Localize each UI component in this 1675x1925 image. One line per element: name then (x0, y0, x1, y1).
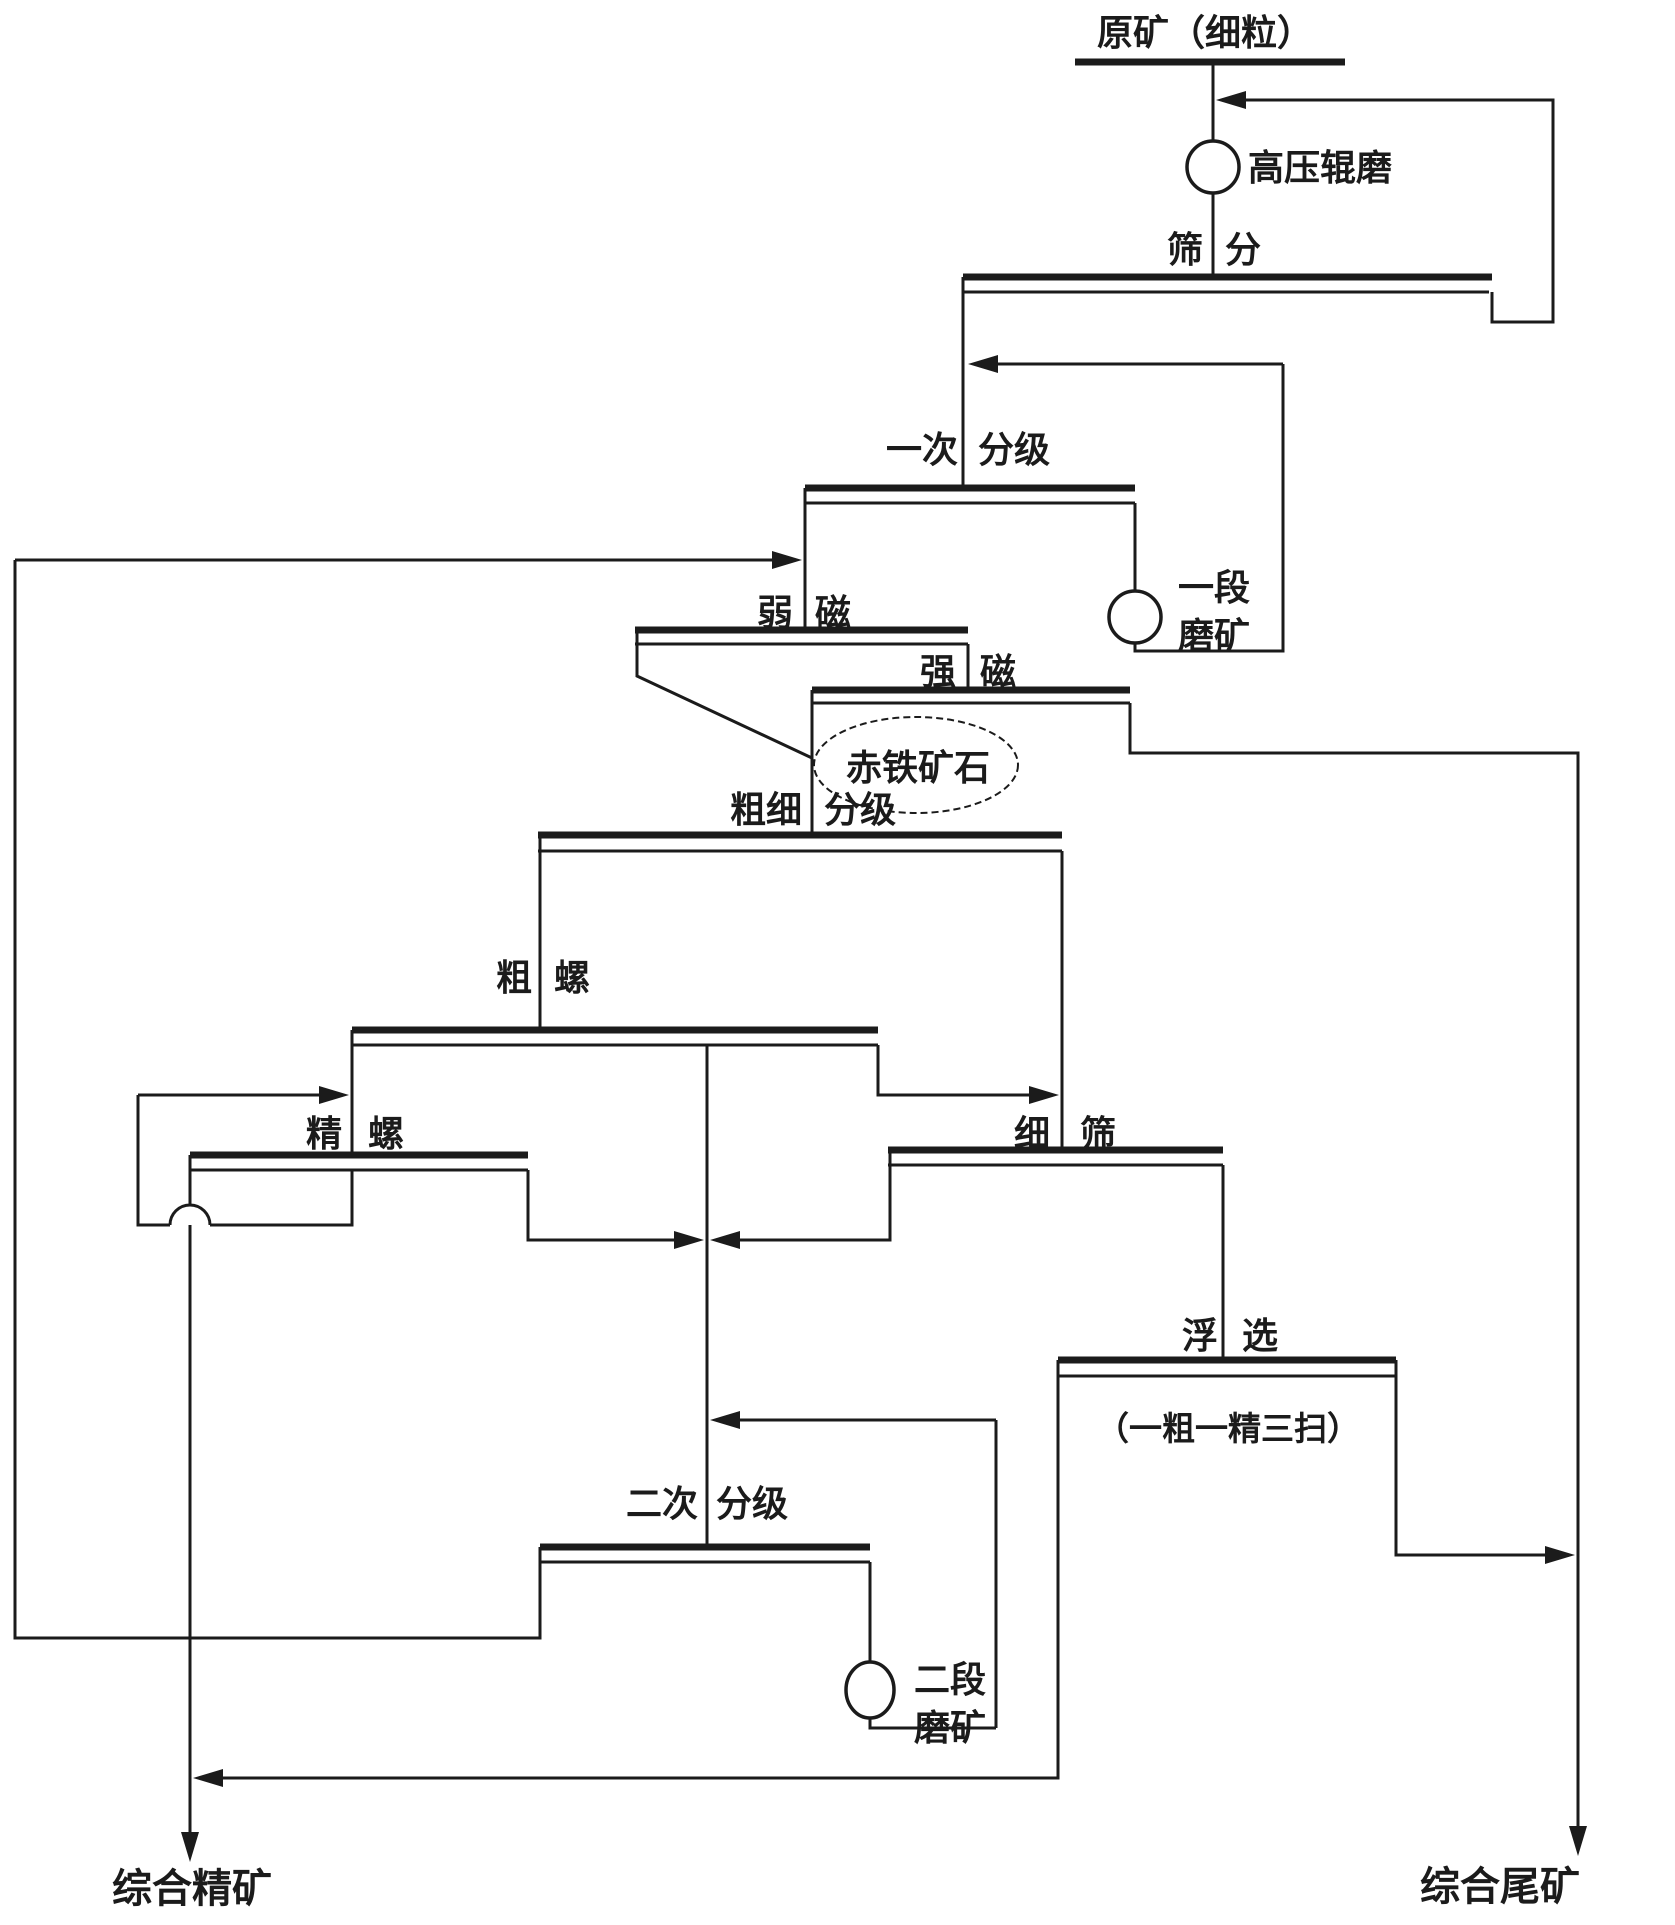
secondary-classification-label-right: 分级 (716, 1484, 788, 1525)
flow-screen-oversize-recycle (1246, 98, 1555, 324)
cleaner-spiral-label-right: 螺 (368, 1114, 404, 1155)
flow-mill2-discharge-loop (868, 1718, 996, 1730)
sieving-label-left: 筛 (1167, 230, 1203, 271)
flow-fscreen-oversize-to-junction (740, 1150, 892, 1242)
hpgr-label: 高压辊磨 (1248, 148, 1392, 189)
arrowhead-right-into-wm-feed (772, 551, 802, 569)
flow-sm-tailings-to-rail (1128, 703, 1580, 1826)
flow-fspiral-tail-to-junction (526, 1170, 674, 1242)
coarse-spiral-label-left: 粗 (496, 958, 532, 999)
flow-fspiral-recirc-right (210, 1170, 354, 1227)
arrowhead-down-combined-concentrate (181, 1832, 199, 1862)
coarse-fine-classification-label-right: 分级 (824, 790, 896, 831)
strong-magnetic-label-left: 强 (920, 652, 956, 693)
flow-wm-concentrate-diagonal (635, 630, 813, 760)
flow-flotation-conc-to-concentrate-rail (223, 1360, 1060, 1780)
flotation-label-left: 浮 (1182, 1316, 1218, 1357)
stage2-mill-circle (844, 1660, 896, 1720)
flow-cspiral-tail-to-fscreen (876, 1045, 1029, 1097)
arrowhead-right-into-fspiral-feed (319, 1086, 349, 1104)
hematite-label: 赤铁矿石 (846, 748, 990, 789)
arrowhead-left-into-concentrate-rail (193, 1769, 223, 1787)
stage2-grinding-label-line1: 二段 (914, 1660, 986, 1701)
flow-fspiral-recirc-left (136, 1095, 170, 1227)
secondary-classification-label-left: 二次 (626, 1484, 698, 1525)
arrowhead-left-into-scls-feed (710, 1411, 740, 1429)
arrowhead-left-into-cls1-feed (968, 355, 998, 373)
arrowhead-right-into-junction (674, 1231, 704, 1249)
stage1-grinding-label-line1: 一段 (1178, 568, 1250, 609)
sieving-label-right: 分 (1225, 230, 1261, 271)
cleaner-spiral-label-left: 精 (306, 1114, 342, 1155)
strong-magnetic-label-right: 磁 (980, 652, 1016, 693)
flotation-label-right: 选 (1242, 1316, 1278, 1357)
line-hop-over-concentrate-rail (168, 1203, 212, 1226)
primary-classification-label-left: 一次 (886, 430, 958, 471)
primary-classification-label-right: 分级 (978, 430, 1050, 471)
arrowhead-right-into-fscreen-feed (1029, 1086, 1059, 1104)
flow-scls-overflow-return-rail (13, 560, 542, 1640)
hematite-ellipse (813, 716, 1019, 814)
stage1-mill-circle (1107, 589, 1163, 645)
combined-concentrate-label: 综合精矿 (112, 1866, 272, 1912)
hpgr-circle (1185, 139, 1241, 195)
arrowhead-right-into-tailings-rail (1545, 1546, 1575, 1564)
arrowhead-down-combined-tailings (1569, 1826, 1587, 1856)
raw-ore-label: 原矿（细粒） (1097, 13, 1313, 54)
combined-tailings-label: 综合尾矿 (1420, 1864, 1580, 1910)
flotation-config-label: （一粗一精三扫） (1096, 1409, 1360, 1448)
coarse-fine-classification-label-left: 粗细 (730, 790, 802, 831)
coarse-spiral-label-right: 螺 (554, 958, 590, 999)
flow-flotation-tail-to-tailings-rail (1394, 1360, 1545, 1557)
arrowhead-left-into-hpgr-feed (1216, 91, 1246, 109)
arrowhead-left-into-junction (710, 1231, 740, 1249)
flow-mill1-discharge-loop (1133, 364, 1285, 653)
